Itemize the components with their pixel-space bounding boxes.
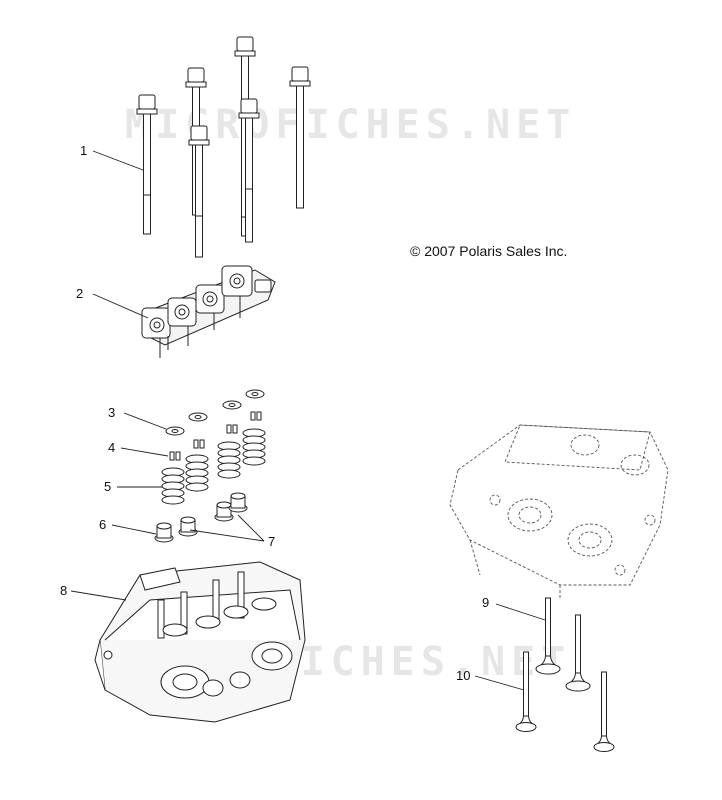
callout-10: 10 [456, 668, 470, 683]
spring-retainers [165, 389, 265, 436]
callout-1: 1 [80, 143, 87, 158]
callout-7: 7 [268, 534, 275, 549]
bolt [289, 66, 311, 209]
head-bolts [136, 36, 311, 258]
callout-8: 8 [60, 583, 67, 598]
valve-spring [161, 467, 185, 505]
leader-lines [70, 150, 546, 691]
valve-stem-seal [228, 492, 248, 513]
valve-stem-seal [214, 501, 234, 522]
callout-5: 5 [104, 479, 111, 494]
valve-stem-seal [154, 522, 174, 543]
valve-spring [185, 454, 209, 492]
valve-springs [161, 428, 266, 505]
copyright-notice: © 2007 Polaris Sales Inc. [410, 243, 568, 259]
valve [565, 614, 591, 692]
rocker-arm [195, 284, 225, 330]
valve [515, 651, 537, 732]
valve-keepers [169, 411, 262, 461]
rocker-arm [141, 307, 171, 358]
cylinder-head [94, 561, 306, 723]
callout-9: 9 [482, 595, 489, 610]
valve [593, 671, 615, 752]
callout-6: 6 [99, 517, 106, 532]
bolt [188, 125, 210, 258]
valve-spring [242, 428, 266, 466]
rocker-arm-assembly [141, 265, 276, 358]
valve [535, 597, 561, 675]
bolt [136, 94, 158, 235]
callout-numbers: 1 2 3 4 5 6 7 8 9 10 [60, 143, 489, 683]
callout-4: 4 [108, 440, 115, 455]
bolt [238, 98, 260, 243]
spring-pockets [162, 597, 277, 637]
valve-spring [217, 441, 241, 479]
callout-2: 2 [76, 286, 83, 301]
exhaust-valves [535, 597, 591, 692]
valve-stem-seal [178, 516, 198, 537]
callout-3: 3 [108, 405, 115, 420]
cylinder-head-phantom [449, 424, 669, 600]
rocker-arm [221, 265, 253, 318]
rocker-arm [167, 297, 197, 346]
intake-valves [515, 651, 615, 752]
